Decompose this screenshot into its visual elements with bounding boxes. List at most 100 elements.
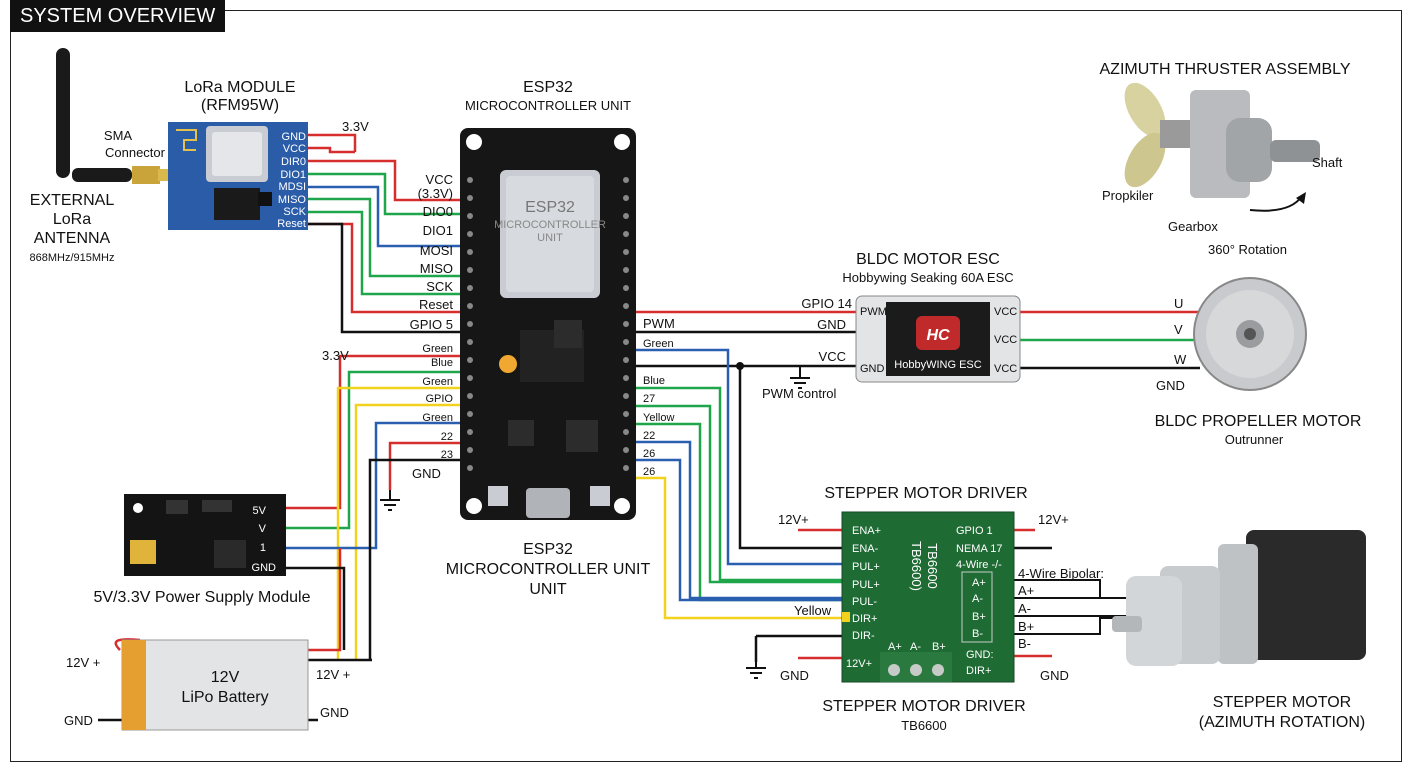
lora-supply-label: 3.3V [342,119,369,134]
esc-vcc-label: VCC [819,349,846,364]
battery-out-gnd: GND [320,705,349,720]
psu-title: 5V/3.3V Power Supply Module [93,589,310,606]
esp32-subtitle: MICROCONTROLLER UNIT [465,98,631,113]
psu-pin-gnd: GND [252,562,277,574]
drv-gnd-left: GND [780,668,809,683]
esp-label-green1: Green [422,343,453,355]
wire-esp-yellow1 [336,386,460,660]
drv-supply-out: 12V+ [1038,512,1069,527]
esp-label-22: 22 [441,431,453,443]
stepper-driver-board [841,511,1015,683]
drv-coil-b-: B- [972,628,983,640]
wires [98,133,1200,722]
esp-label-vcc: VCC [426,172,453,187]
esc-pin-pwm: PWM [860,306,887,318]
wire-esp-gpio [354,403,460,660]
lora-pin-miso: MISO [278,194,307,206]
esp32-pins [467,177,629,471]
esc-subtitle: Hobbywing Seaking 60A ESC [842,270,1013,285]
antenna-label-1: EXTERNAL [30,192,115,209]
wire-esp-27 [636,404,850,584]
drv-bottom-a-: A- [910,641,921,653]
esc-gpio-label: GPIO 14 [801,296,852,311]
esp-label-dio1: DIO1 [423,223,453,238]
esp-right-22: 22 [643,430,655,442]
bldc-phase-v: V [1174,322,1183,337]
wire-lora-dio1 [308,172,460,216]
wire-lora-gpio5 [290,222,460,334]
esp-right-yellow: Yellow [643,412,674,424]
wire-lora-vcc [308,146,355,154]
bldc-motor [1193,277,1307,391]
esp32-bottom-3: UNIT [529,581,567,598]
esc-pin-vcc1: VCC [994,306,1017,318]
power-module [124,494,286,576]
wire-esp-26 [636,458,850,602]
wire-esp-23 [368,458,460,660]
wire-lora-sck [308,210,460,296]
wire-lora-gnd [308,133,357,152]
bldc-subtitle: Outrunner [1225,432,1284,447]
thruster-assembly [1124,82,1320,212]
lora-pin-dir0: DIR0 [281,156,306,168]
esp-label-mosi: MOSI [420,243,453,258]
bldc-phase-u: U [1174,296,1183,311]
esp-label-gpio5: GPIO 5 [410,317,453,332]
stepper-motor [1112,530,1366,666]
stepper-motor-subtitle: (AZIMUTH ROTATION) [1199,714,1366,731]
antenna-label-3: ANTENNA [34,230,111,247]
esp-right-26: 26 [643,448,655,460]
page-title: SYSTEM OVERVIEW [10,0,226,32]
esc-pwm-control: PWM control [762,386,837,401]
drv-coil-b+: B+ [972,611,986,623]
lora-title: LoRa MODULE [184,79,295,96]
wire-esp-green2 [286,421,460,550]
esc-gnd-label: GND [817,317,846,332]
lora-antenna [56,48,174,184]
bldc-gnd: GND [1156,378,1185,393]
drv-chip-1: TB6600 [925,543,940,589]
esp-label-green2: Green [422,376,453,388]
wire-esp-green1 [286,370,460,530]
ground-icon [380,490,400,511]
esc-brand: HobbyWING ESC [894,359,981,371]
esp-right-27: 27 [643,393,655,405]
wire-gnd-drop [738,366,850,550]
drv-coil-a-: A- [972,593,983,605]
psu-pin-5v: 5V [253,505,267,517]
drv-bottom-b+: B+ [932,641,946,653]
wire-esp-26b [636,476,850,620]
bldc-title: BLDC PROPELLER MOTOR [1155,413,1362,430]
esp-right-blue: Blue [643,375,665,387]
lora-pin-dio1: DIO1 [280,169,306,181]
wire-esp-22 [388,441,460,490]
esp-label-blue: Blue [431,357,453,369]
stepper-wiring-title: 4-Wire Bipolar: [1018,566,1104,581]
esp-label-sck: SCK [426,279,453,294]
stepper-motor-title: STEPPER MOTOR [1213,694,1351,711]
esp32-board [460,128,636,520]
drv-pin-gnd: GND: [966,649,994,661]
drv-chip-2: TB6600) [909,541,924,591]
ground-icon [746,662,766,679]
esc-title: BLDC MOTOR ESC [856,251,1000,268]
stepper-wire-b-: B- [1018,636,1031,651]
wire-esp-22-r [636,440,850,600]
thruster-shaft: Shaft [1312,155,1343,170]
stepper-wire-b+: B+ [1018,619,1034,634]
thruster-gearbox: Gearbox [1168,219,1218,234]
ground-icon [790,366,810,389]
stepper-driver-title: STEPPER MOTOR DRIVER [824,485,1027,502]
lora-pin-mdsi: MDSI [279,181,307,193]
esc-pin-gnd: GND [860,363,885,375]
wire-esp-blue-r [636,386,850,582]
drv-coil-a+: A+ [972,577,986,589]
esp-label-miso: MISO [420,261,453,276]
esp32-bottom-1: ESP32 [523,541,573,558]
antenna-freq: 868MHz/915MHz [30,252,115,264]
esp-label-33v: (3.3V) [418,186,453,201]
drv-pin-pul+1: PUL+ [852,561,880,573]
stepper-wire-a+: A+ [1018,583,1034,598]
ground-symbols [380,362,810,679]
battery-title: 12V [211,669,240,686]
